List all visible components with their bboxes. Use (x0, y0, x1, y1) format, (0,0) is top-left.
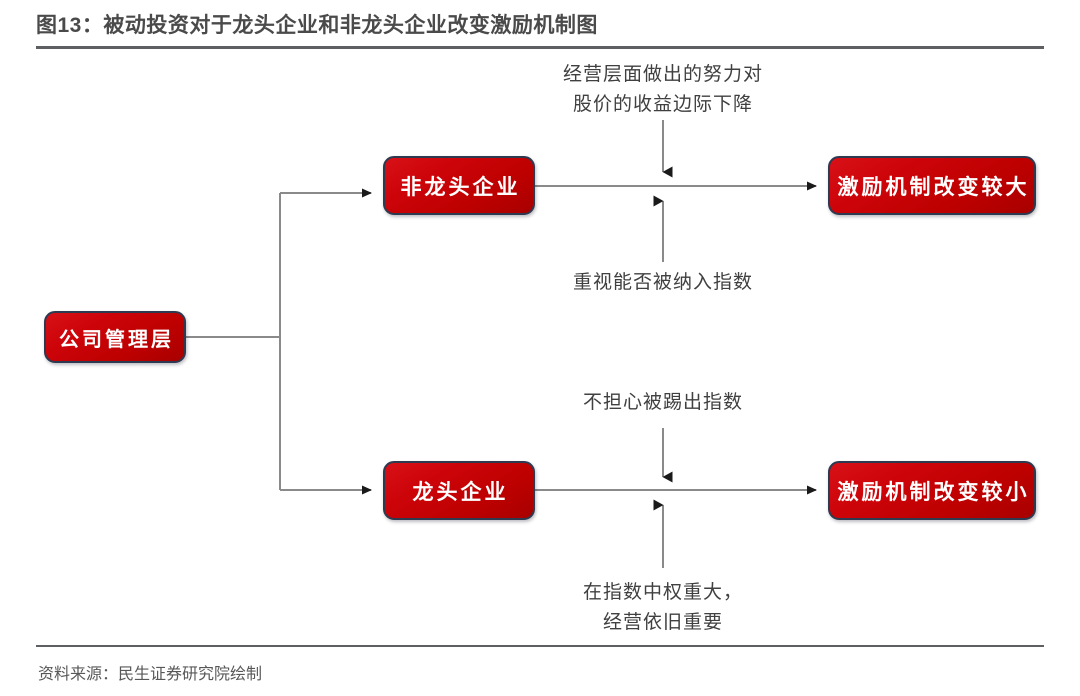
page-title-text: 图13：被动投资对于龙头企业和非龙头企业改变激励机制图 (36, 14, 598, 37)
footer-divider (36, 645, 1044, 647)
annotation-bottom: 在指数中权重大， 经营依旧重要 (523, 578, 803, 638)
annotation-top: 经营层面做出的努力对 股价的收益边际下降 (523, 60, 803, 120)
page-title: 图13：被动投资对于龙头企业和非龙头企业改变激励机制图 (36, 12, 1044, 48)
source-note: 资料来源：民生证券研究院绘制 (38, 666, 263, 683)
title-divider (36, 46, 1044, 49)
node-non-leader[interactable]: 非龙头企业 (383, 156, 535, 215)
annotation-mid-upper-line1: 重视能否被纳入指数 (572, 272, 753, 293)
node-small-change[interactable]: 激励机制改变较小 (828, 461, 1036, 520)
annotation-mid-upper: 重视能否被纳入指数 (523, 268, 803, 298)
node-management[interactable]: 公司管理层 (44, 311, 186, 363)
annotation-top-line2: 股价的收益边际下降 (572, 94, 753, 115)
annotation-top-line1: 经营层面做出的努力对 (562, 64, 763, 85)
node-big-change[interactable]: 激励机制改变较大 (828, 156, 1036, 215)
annotation-bottom-line2: 经营依旧重要 (602, 612, 723, 633)
annotation-bottom-line1: 在指数中权重大， (582, 582, 743, 603)
annotation-mid-lower-line1: 不担心被踢出指数 (582, 392, 743, 413)
annotation-mid-lower: 不担心被踢出指数 (523, 388, 803, 418)
edge-management-branch (186, 193, 281, 490)
node-leader[interactable]: 龙头企业 (383, 461, 535, 520)
